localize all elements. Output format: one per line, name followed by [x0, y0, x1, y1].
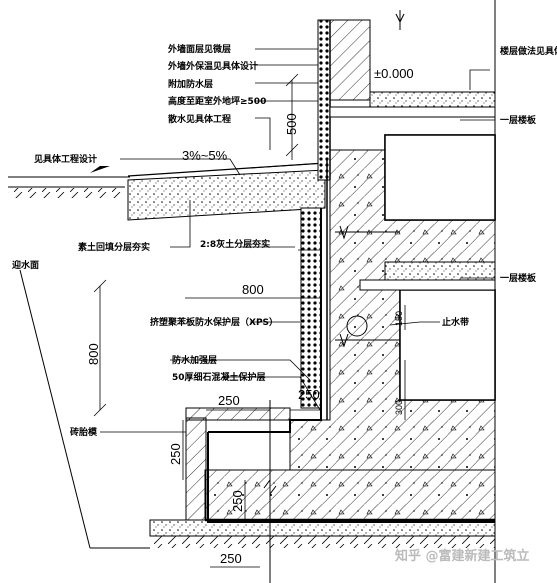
upper-wall	[329, 19, 371, 101]
apron-gravel-slab	[127, 169, 326, 221]
label-xps-protection: 挤塑聚苯板防水保护层（XPS）	[150, 316, 278, 328]
label-floor-finish: 楼层做法见具体工程	[500, 45, 557, 57]
label-exterior-insulation: 外墙外保温见具体设计	[167, 60, 258, 72]
label-soil-28: 2:8灰土分层夯实	[200, 238, 270, 250]
label-floor-slab-1: 一层楼板	[500, 114, 537, 126]
label-apron-detail: 散水见具体工程	[168, 113, 231, 125]
dim-500: 500	[284, 113, 299, 135]
label-brick-fence: 砖胎模	[70, 426, 98, 438]
dim-250-slab: 250	[230, 490, 245, 512]
label-extra-waterproof: 附加防水层	[168, 78, 213, 90]
label-exterior-finish: 外墙面层见微层	[167, 43, 231, 55]
label-elevation: ±0.000	[374, 66, 414, 81]
dim-250-left: 250	[168, 443, 183, 465]
label-fine-stone-protect: 50厚细石混凝土保护层	[172, 371, 266, 383]
label-water-surface: 迎水面	[12, 259, 39, 271]
label-waterproof-reinforce: 防水加强层	[172, 354, 217, 366]
label-water-stop: 止水带	[442, 316, 469, 328]
ground-grade	[8, 166, 130, 198]
brick-formwork	[185, 417, 207, 521]
first-floor-slab	[369, 91, 496, 108]
dim-150: 150	[394, 311, 404, 326]
break-lines	[263, 10, 405, 583]
label-height-above-grade: 高度至距室外地坪≥500	[168, 95, 266, 107]
dim-800-horizontal: 800	[242, 282, 264, 297]
label-backfill: 素土回填分层夯实	[78, 241, 150, 253]
label-slope: 3%~5%	[182, 148, 228, 163]
xps-insulation	[300, 207, 322, 409]
water-stop-marker	[346, 315, 368, 337]
dim-300: 300	[394, 400, 404, 415]
dim-250-top: 250	[218, 393, 240, 408]
dim-250-wall: 250	[298, 387, 320, 402]
dim-250-bottom: 250	[220, 551, 242, 566]
label-floor-slab-b1: 一层楼板	[500, 272, 537, 284]
dim-800-vertical: 800	[86, 343, 101, 365]
label-landscape-detail: 见具体工程设计	[34, 153, 97, 165]
base-slab	[204, 469, 496, 521]
watermark: 知乎 @富建新建工筑立	[395, 548, 530, 564]
